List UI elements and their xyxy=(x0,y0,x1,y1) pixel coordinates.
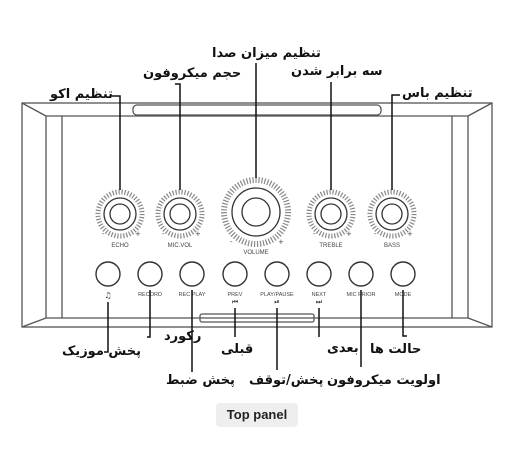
knob-label-echo: ECHO xyxy=(111,243,129,249)
label-echo-setting: تنظیم اکو xyxy=(50,87,114,102)
label-mic-volume: حجم میکروفون xyxy=(143,66,242,81)
button-play-pause[interactable]: PLAY/PAUSE ⏯ xyxy=(260,261,294,306)
handle-slot xyxy=(132,104,382,116)
label-play-pause: پخش/توقف xyxy=(249,373,324,388)
label-volume-setting: تنظیم میزان صدا xyxy=(212,46,321,61)
knob-label-treble: TREBLE xyxy=(319,243,342,249)
label-mic-priority: اولویت میکروفون xyxy=(327,373,441,388)
label-bass-setting: تنظیم باس xyxy=(402,86,473,101)
music-note-icon: ♫ xyxy=(104,291,111,300)
panel-outer-frame xyxy=(21,102,493,328)
knob-minus-sign: - xyxy=(374,230,377,238)
button-next[interactable]: NEXT ⏭ xyxy=(306,261,332,306)
button-prev[interactable]: PREV ⏮ xyxy=(222,261,248,306)
device-panel xyxy=(21,102,493,328)
skip-back-icon: ⏮ xyxy=(232,298,238,306)
play-pause-icon: ⏯ xyxy=(274,298,280,306)
knob-plus-sign: + xyxy=(407,230,413,238)
knob-plus-sign: + xyxy=(278,238,284,246)
button-music[interactable]: ♫ xyxy=(95,261,121,300)
label-rec-play: پخش ضبط xyxy=(166,373,235,388)
caption-top-panel: Top panel xyxy=(216,403,298,427)
knob-label-bass: BASS xyxy=(384,243,400,249)
leader-lines-bottom xyxy=(104,290,407,372)
knob-plus-sign: + xyxy=(195,230,201,238)
knob-echo[interactable]: - + ECHO xyxy=(95,189,145,249)
label-record: رکورد xyxy=(164,329,202,344)
label-modes: حالت ها xyxy=(370,342,422,357)
leader-lines-top xyxy=(112,63,400,190)
knob-minus-sign: - xyxy=(162,230,165,238)
button-label-next: NEXT xyxy=(312,292,327,298)
knob-treble[interactable]: - + TREBLE xyxy=(306,189,356,249)
knob-mic-volume[interactable]: - + MIC.VOL xyxy=(155,189,205,249)
label-music-play: پخش موزیک xyxy=(62,344,142,359)
label-previous: قبلی xyxy=(221,342,254,357)
knob-plus-sign: + xyxy=(346,230,352,238)
knob-volume[interactable]: - + VOLUME xyxy=(221,177,291,256)
knob-minus-sign: - xyxy=(230,238,233,246)
button-label-play-pause: PLAY/PAUSE xyxy=(260,292,294,298)
bottom-slot xyxy=(199,313,315,323)
knob-label-volume: VOLUME xyxy=(243,250,268,256)
label-next: بعدی xyxy=(327,341,359,356)
knob-bass[interactable]: - + BASS xyxy=(367,189,417,249)
knob-minus-sign: - xyxy=(313,230,316,238)
label-treble-setting: سه برابر شدن xyxy=(291,64,383,79)
knob-plus-sign: + xyxy=(135,230,141,238)
knob-label-mic-volume: MIC.VOL xyxy=(168,243,193,249)
skip-forward-icon: ⏭ xyxy=(316,298,323,306)
knob-minus-sign: - xyxy=(102,230,105,238)
button-label-prev: PREV xyxy=(228,292,243,298)
